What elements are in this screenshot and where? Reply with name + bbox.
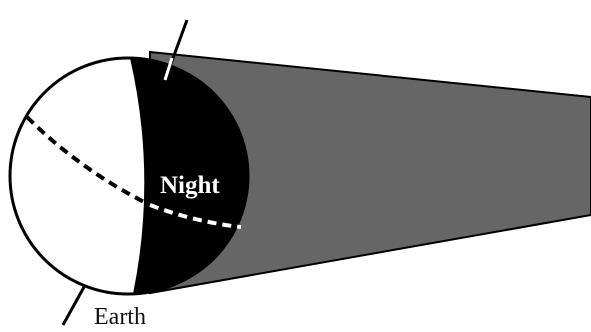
earth-label: Earth [94,304,146,330]
night-label: Night [160,172,220,199]
axis-bottom [63,287,84,325]
